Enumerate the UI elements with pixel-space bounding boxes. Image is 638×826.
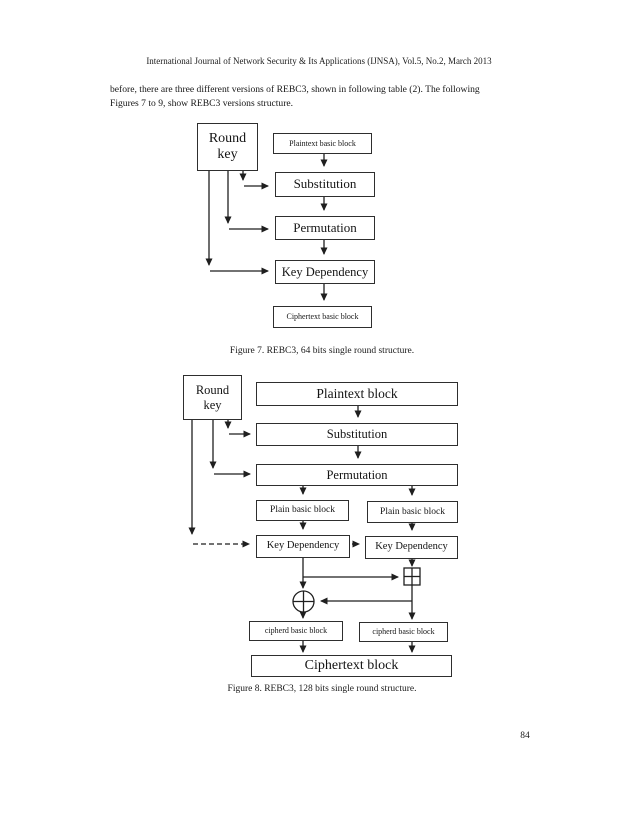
fig7-key-dependency-box: Key Dependency: [275, 260, 375, 284]
xor-icon: [292, 590, 315, 613]
modular-add-icon: [403, 567, 421, 586]
fig8-permutation-box: Permutation: [256, 464, 458, 486]
fig8-round-key-box: Round key: [183, 375, 242, 420]
journal-header: International Journal of Network Securit…: [146, 56, 492, 66]
paragraph-line-1: before, there are three different versio…: [110, 84, 480, 95]
fig7-permutation-box: Permutation: [275, 216, 375, 240]
fig8-plain-basic-left-box: Plain basic block: [256, 500, 349, 521]
fig7-substitution-box: Substitution: [275, 172, 375, 197]
fig7-round-key-box: Round key: [197, 123, 258, 171]
body-paragraph: before, there are three different versio…: [110, 83, 538, 110]
fig8-cipherd-basic-left-box: cipherd basic block: [249, 621, 343, 641]
figure7-caption: Figure 7. REBC3, 64 bits single round st…: [229, 346, 415, 356]
fig8-cipherd-basic-right-box: cipherd basic block: [359, 622, 448, 642]
fig8-plain-basic-right-box: Plain basic block: [367, 501, 458, 523]
fig8-plaintext-box: Plaintext block: [256, 382, 458, 406]
fig7-plaintext-box: Plaintext basic block: [273, 133, 372, 154]
fig7-roundkey-arrows: [205, 171, 269, 275]
fig8-ciphertext-box: Ciphertext block: [251, 655, 452, 677]
fig8-key-dependency-right-box: Key Dependency: [365, 536, 458, 559]
fig7-ciphertext-box: Ciphertext basic block: [273, 306, 372, 328]
page-number: 84: [520, 731, 530, 741]
paragraph-line-2: Figures 7 to 9, show REBC3 versions stru…: [110, 97, 294, 109]
fig8-key-dependency-left-box: Key Dependency: [256, 535, 350, 558]
figure8-caption: Figure 8. REBC3, 128 bits single round s…: [227, 684, 417, 694]
fig8-substitution-box: Substitution: [256, 423, 458, 446]
